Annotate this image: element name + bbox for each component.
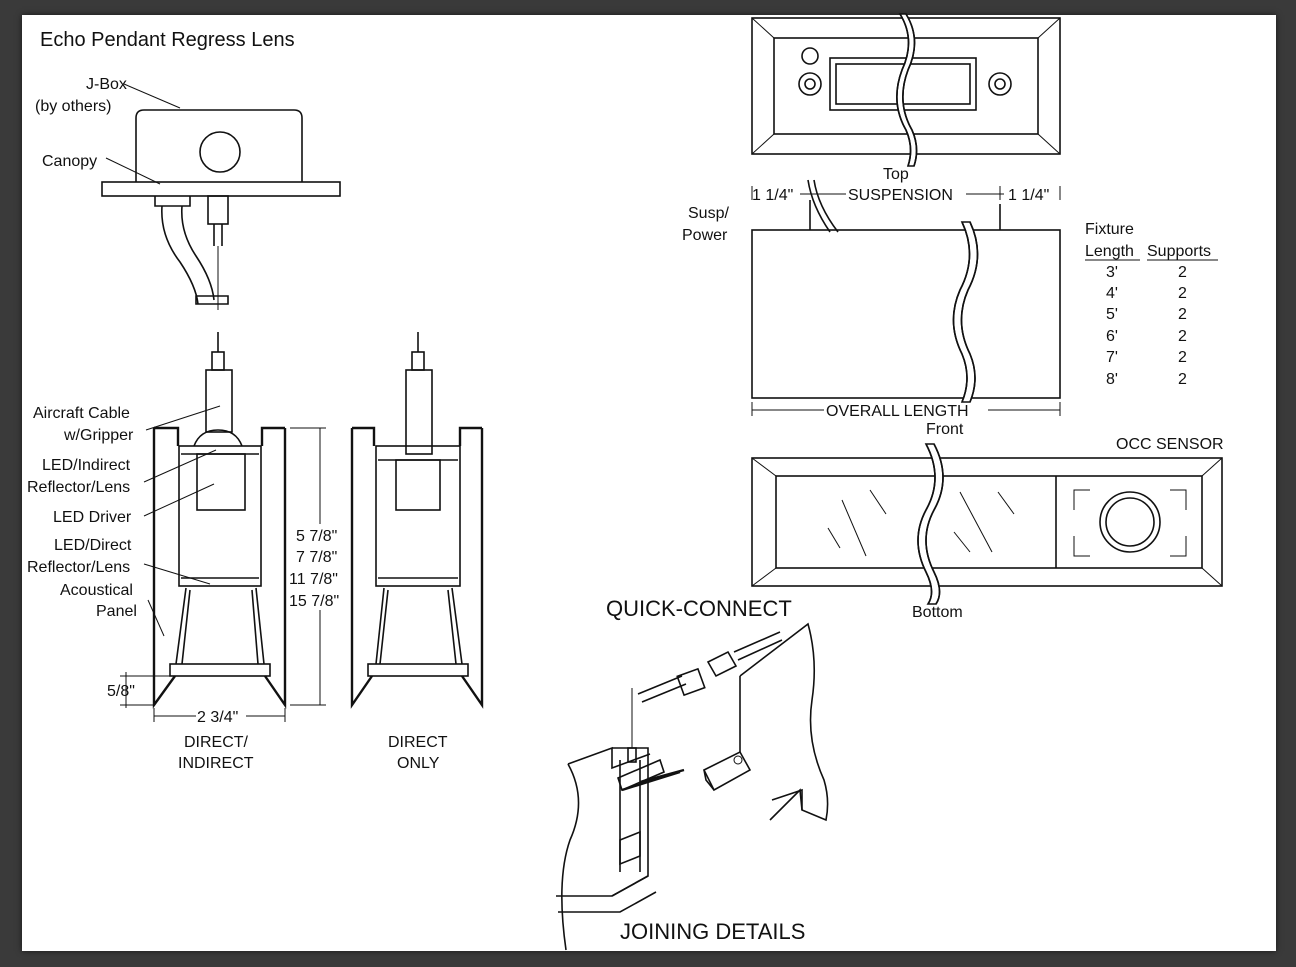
table-row-supports: 2 bbox=[1178, 328, 1187, 345]
height-dim-2: 7 7/8" bbox=[296, 549, 337, 566]
direct-only-caption-2: ONLY bbox=[397, 755, 440, 772]
direct-indirect-section bbox=[152, 332, 287, 709]
led-driver-label: LED Driver bbox=[53, 509, 132, 526]
front-view bbox=[751, 179, 1061, 416]
dim-five-eighths: 5/8" bbox=[107, 683, 135, 700]
table-row-supports: 2 bbox=[1178, 371, 1187, 388]
bottom-view bbox=[751, 443, 1223, 605]
dim-two-three-quarters: 2 3/4" bbox=[197, 709, 238, 726]
direct-indirect-caption-2: INDIRECT bbox=[178, 755, 254, 772]
susp-power-label-2: Power bbox=[682, 227, 728, 244]
table-row-supports: 2 bbox=[1178, 306, 1187, 323]
led-direct-label: LED/Direct bbox=[54, 537, 132, 554]
height-dim-3: 11 7/8" bbox=[289, 571, 338, 588]
top-view bbox=[751, 13, 1061, 167]
drawing-title: Echo Pendant Regress Lens bbox=[40, 29, 295, 51]
occ-sensor-label: OCC SENSOR bbox=[1116, 436, 1224, 453]
acoustical-panel-label-2: Panel bbox=[96, 603, 137, 620]
top-view-label: Top bbox=[883, 166, 909, 183]
height-dim-1: 5 7/8" bbox=[296, 528, 337, 545]
table-row-supports: 2 bbox=[1178, 349, 1187, 366]
table-row-length: 3' bbox=[1106, 264, 1118, 281]
supports-table: Fixture Length Supports 3' 2 4' 2 5' 2 6… bbox=[1085, 221, 1218, 388]
aircraft-cable-label: Aircraft Cable bbox=[33, 405, 130, 422]
bottom-view-label: Bottom bbox=[912, 604, 963, 621]
drawing-sheet bbox=[22, 15, 1276, 951]
jbox-label-2: (by others) bbox=[35, 98, 111, 115]
table-row-length: 8' bbox=[1106, 371, 1118, 388]
dim-left-one-quarter: 1 1/4" bbox=[752, 187, 793, 204]
susp-power-label: Susp/ bbox=[688, 205, 729, 222]
table-row-length: 7' bbox=[1106, 349, 1118, 366]
table-header-supports: Supports bbox=[1147, 243, 1211, 260]
table-row-length: 4' bbox=[1106, 285, 1118, 302]
dim-right-one-quarter: 1 1/4" bbox=[1008, 187, 1049, 204]
aircraft-cable-label-2: w/Gripper bbox=[63, 427, 134, 444]
direct-only-section bbox=[350, 332, 484, 709]
front-view-label: Front bbox=[926, 421, 964, 438]
canopy-label: Canopy bbox=[42, 153, 97, 170]
overall-length-label: OVERALL LENGTH bbox=[826, 403, 969, 420]
table-header-length: Length bbox=[1085, 243, 1134, 260]
led-indirect-label: LED/Indirect bbox=[42, 457, 131, 474]
direct-only-caption: DIRECT bbox=[388, 734, 448, 751]
height-dim-4: 15 7/8" bbox=[289, 593, 339, 610]
led-direct-label-2: Reflector/Lens bbox=[27, 559, 130, 576]
direct-indirect-caption: DIRECT/ bbox=[184, 734, 249, 751]
table-row-supports: 2 bbox=[1178, 264, 1187, 281]
table-row-length: 6' bbox=[1106, 328, 1118, 345]
jbox-label: J-Box bbox=[86, 76, 127, 93]
joining-details-title: JOINING DETAILS bbox=[620, 919, 805, 944]
table-row-length: 5' bbox=[1106, 306, 1118, 323]
suspension-label: SUSPENSION bbox=[848, 187, 953, 204]
table-row-supports: 2 bbox=[1178, 285, 1187, 302]
quick-connect-title: QUICK-CONNECT bbox=[606, 596, 792, 621]
jbox-canopy-figure bbox=[101, 109, 341, 310]
led-indirect-label-2: Reflector/Lens bbox=[27, 479, 130, 496]
quick-connect-figure bbox=[556, 622, 829, 951]
table-header-fixture: Fixture bbox=[1085, 221, 1134, 238]
acoustical-panel-label: Acoustical bbox=[60, 582, 133, 599]
